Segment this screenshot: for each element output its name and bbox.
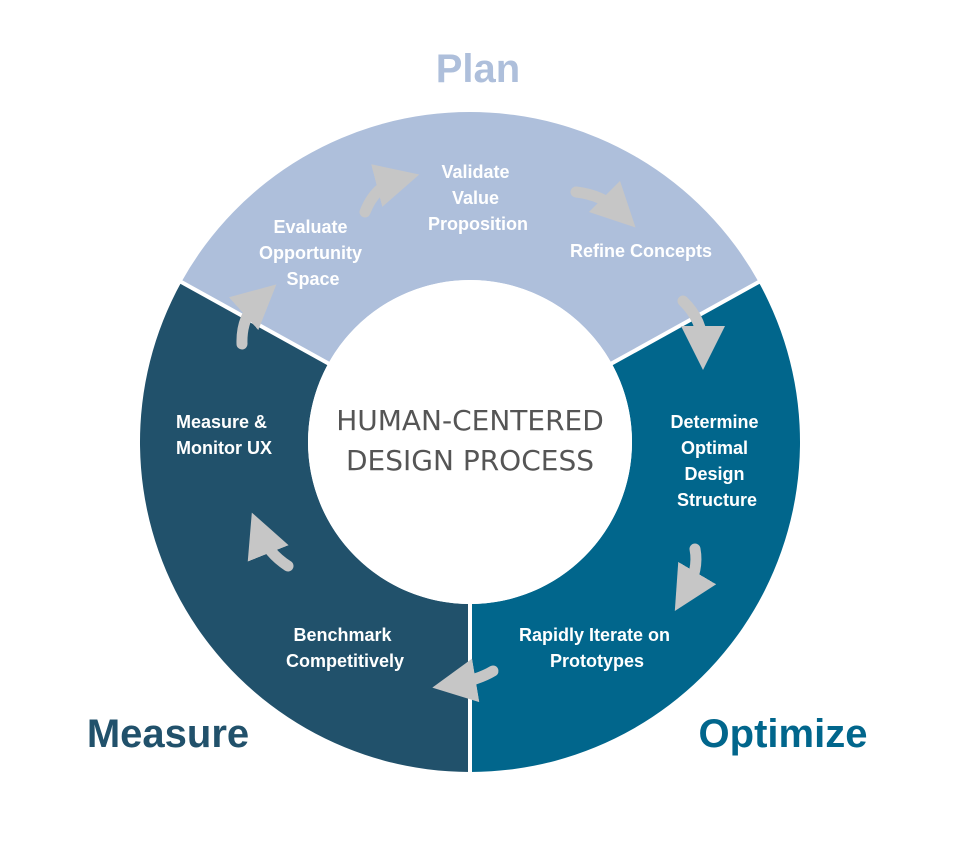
phase-title-plan: Plan xyxy=(436,47,520,91)
step-measure-monitor-ux: Measure & Monitor UX xyxy=(176,412,272,458)
arrow-benchmark-to-monitor xyxy=(247,512,294,572)
plan-segment xyxy=(181,112,759,364)
step-evaluate-opportunity-space: Evaluate Opportunity Space xyxy=(259,217,367,289)
phase-title-optimize: Optimize xyxy=(699,712,868,756)
arrow-validate-to-refine xyxy=(570,180,636,228)
step-benchmark-competitively: Benchmark Competitively xyxy=(286,625,404,671)
center-title-line2: DESIGN PROCESS xyxy=(346,444,594,477)
step-validate-value-proposition: Validate Value Proposition xyxy=(428,162,528,234)
phase-title-measure: Measure xyxy=(87,712,249,756)
arrow-iterate-to-benchmark xyxy=(432,658,499,703)
process-arrows xyxy=(228,164,725,703)
arrow-refine-to-determine xyxy=(677,295,725,370)
step-rapidly-iterate-on-prototypes: Rapidly Iterate on Prototypes xyxy=(519,625,675,671)
center-circle xyxy=(308,280,632,604)
optimize-segment xyxy=(470,282,800,772)
step-determine-optimal-design-structure: Determine Optimal Design Structure xyxy=(670,412,763,510)
segment-divider-plan-optimize xyxy=(608,278,764,367)
center-title-line1: HUMAN-CENTERED xyxy=(336,404,604,437)
arrow-monitor-to-evaluate xyxy=(228,284,277,350)
arrow-evaluate-to-validate xyxy=(359,164,420,218)
measure-segment xyxy=(139,282,470,772)
arrow-determine-to-iterate xyxy=(674,543,717,611)
step-refine-concepts: Refine Concepts xyxy=(570,241,712,261)
